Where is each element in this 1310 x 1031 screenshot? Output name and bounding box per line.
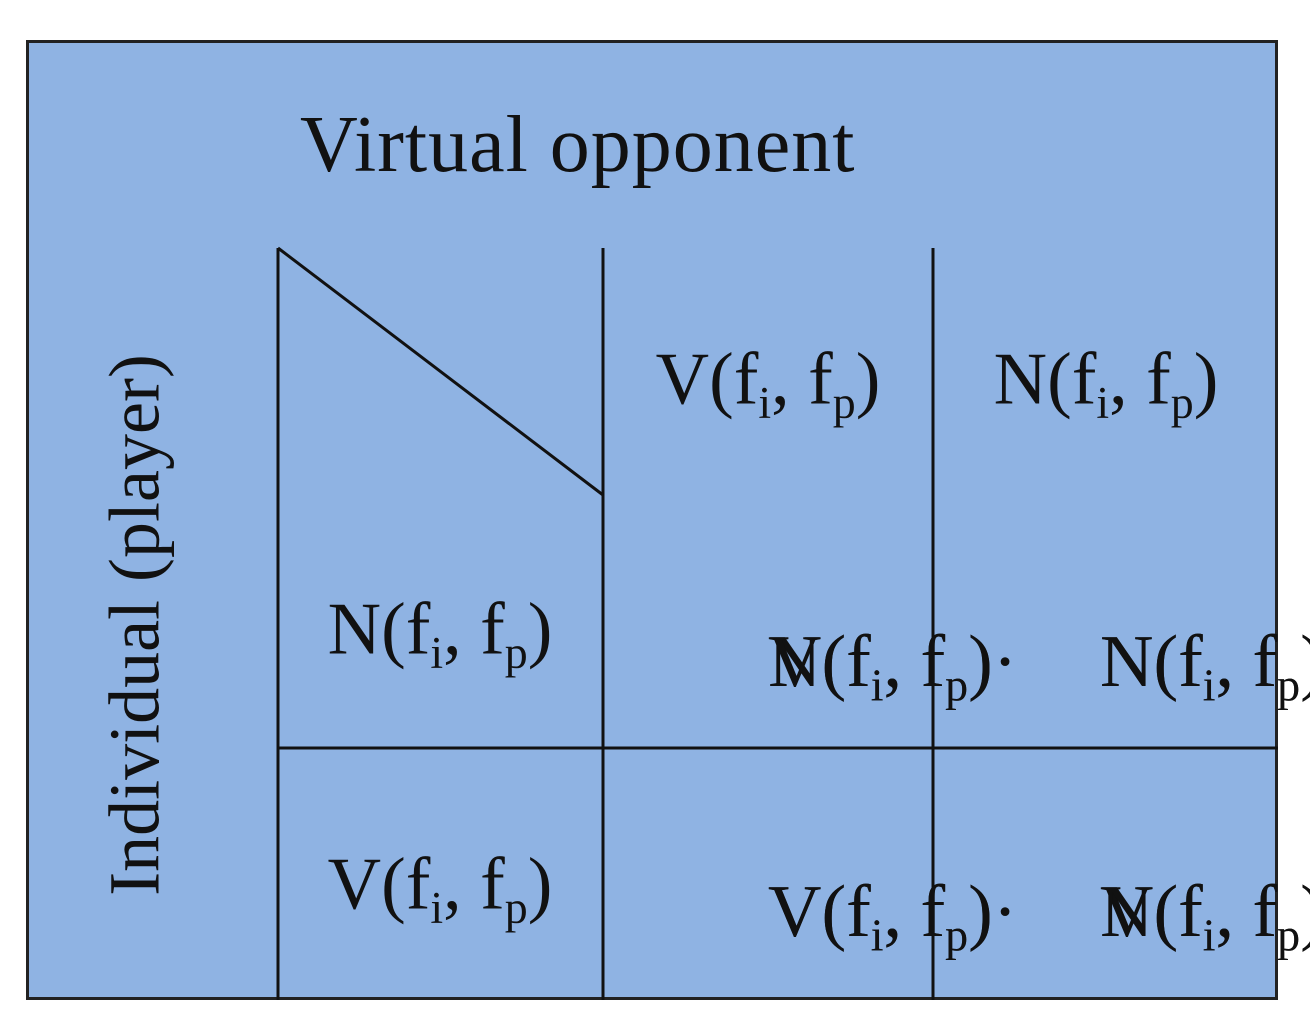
formula-sub-i: i (1202, 659, 1216, 711)
formula-func: V(f (768, 871, 871, 953)
formula-close: ) (855, 338, 881, 421)
cell-r1-c1-bottom: V(fi, fp) (768, 620, 993, 708)
formula-sub-i: i (1202, 909, 1216, 961)
formula-close: ) (527, 588, 553, 671)
formula-arg: , f (883, 621, 946, 703)
formula-sub-i: i (870, 909, 884, 961)
formula-arg: , f (883, 621, 946, 703)
formula-arg: , f (1215, 621, 1278, 703)
formula-sub-i: i (430, 882, 444, 934)
formula-sub-p: p (504, 882, 528, 934)
formula-func: V(f (768, 621, 871, 703)
formula-func: N(f (327, 588, 431, 671)
formula-arg: , f (1215, 871, 1278, 953)
formula-arg: , f (883, 871, 946, 953)
formula-sub-p: p (945, 659, 969, 711)
formula-close: )· (1300, 621, 1310, 703)
formula-func: V(f (655, 338, 759, 421)
cell-r2-c1-top: V(fi, fp)· (768, 870, 1018, 958)
formula-sub-i: i (1096, 377, 1110, 429)
formula-arg: , f (883, 871, 946, 953)
formula-arg: , f (1215, 621, 1278, 703)
formula-func: N(f (993, 338, 1097, 421)
formula-sub-p: p (504, 627, 528, 679)
formula-func: V(f (1100, 871, 1203, 953)
formula-sub-p: p (1277, 659, 1301, 711)
formula-close: ) (1193, 338, 1219, 421)
formula-close: ) (968, 871, 993, 953)
formula-func: N(f (768, 621, 871, 703)
cell-r1-c2-top: N(fi, fp)· (1100, 620, 1310, 708)
diagram-panel (26, 40, 1278, 1000)
column-header-2: N(fi, fp) (993, 338, 1219, 426)
formula-sub-i: i (870, 659, 884, 711)
formula-sub-i: i (430, 627, 444, 679)
formula-arg: , f (443, 588, 505, 671)
formula-close: )· (968, 871, 1018, 953)
formula-arg: , f (771, 338, 833, 421)
cell-r2-c1-bottom: V(fi, fp) (768, 870, 993, 958)
formula-sub-p: p (1277, 659, 1301, 711)
formula-sub-i: i (758, 377, 772, 429)
formula-arg: , f (1215, 871, 1278, 953)
formula-close: ) (968, 621, 993, 703)
formula-close: ) (527, 843, 553, 926)
formula-func: N(f (1100, 621, 1203, 703)
cell-r2-c2-bottom: N(fi, fp) (1100, 870, 1310, 958)
formula-close: )· (968, 621, 1018, 703)
formula-sub-p: p (1277, 909, 1301, 961)
formula-sub-i: i (870, 909, 884, 961)
formula-func: V(f (327, 843, 431, 926)
formula-sub-i: i (1202, 909, 1216, 961)
formula-sub-p: p (945, 909, 969, 961)
formula-close: )· (1300, 871, 1310, 953)
column-axis-title: Virtual opponent (300, 101, 856, 189)
formula-func: N(f (1100, 621, 1203, 703)
cell-r2-c2-top: V(fi, fp)· (1100, 870, 1310, 958)
formula-sub-i: i (1202, 659, 1216, 711)
formula-arg: , f (443, 843, 505, 926)
cell-r1-c2-bottom: N(fi, fp) (1100, 620, 1310, 708)
formula-func: V(f (768, 871, 871, 953)
formula-close: ) (1300, 871, 1310, 953)
formula-sub-p: p (1277, 909, 1301, 961)
formula-arg: , f (1109, 338, 1171, 421)
corner-diagonal (277, 246, 604, 497)
formula-sub-p: p (945, 909, 969, 961)
formula-sub-p: p (1170, 377, 1194, 429)
row-header-1: N(fi, fp) (327, 588, 553, 676)
cell-r1-c1-top: N(fi, fp)· (768, 620, 1018, 708)
formula-func: N(f (1100, 871, 1203, 953)
formula-close: ) (1300, 621, 1310, 703)
formula-sub-p: p (945, 659, 969, 711)
column-header-1: V(fi, fp) (655, 338, 881, 426)
formula-sub-p: p (832, 377, 856, 429)
row-header-2: V(fi, fp) (327, 843, 553, 931)
formula-sub-i: i (870, 659, 884, 711)
row-axis-title: Individual (player) (94, 354, 175, 896)
